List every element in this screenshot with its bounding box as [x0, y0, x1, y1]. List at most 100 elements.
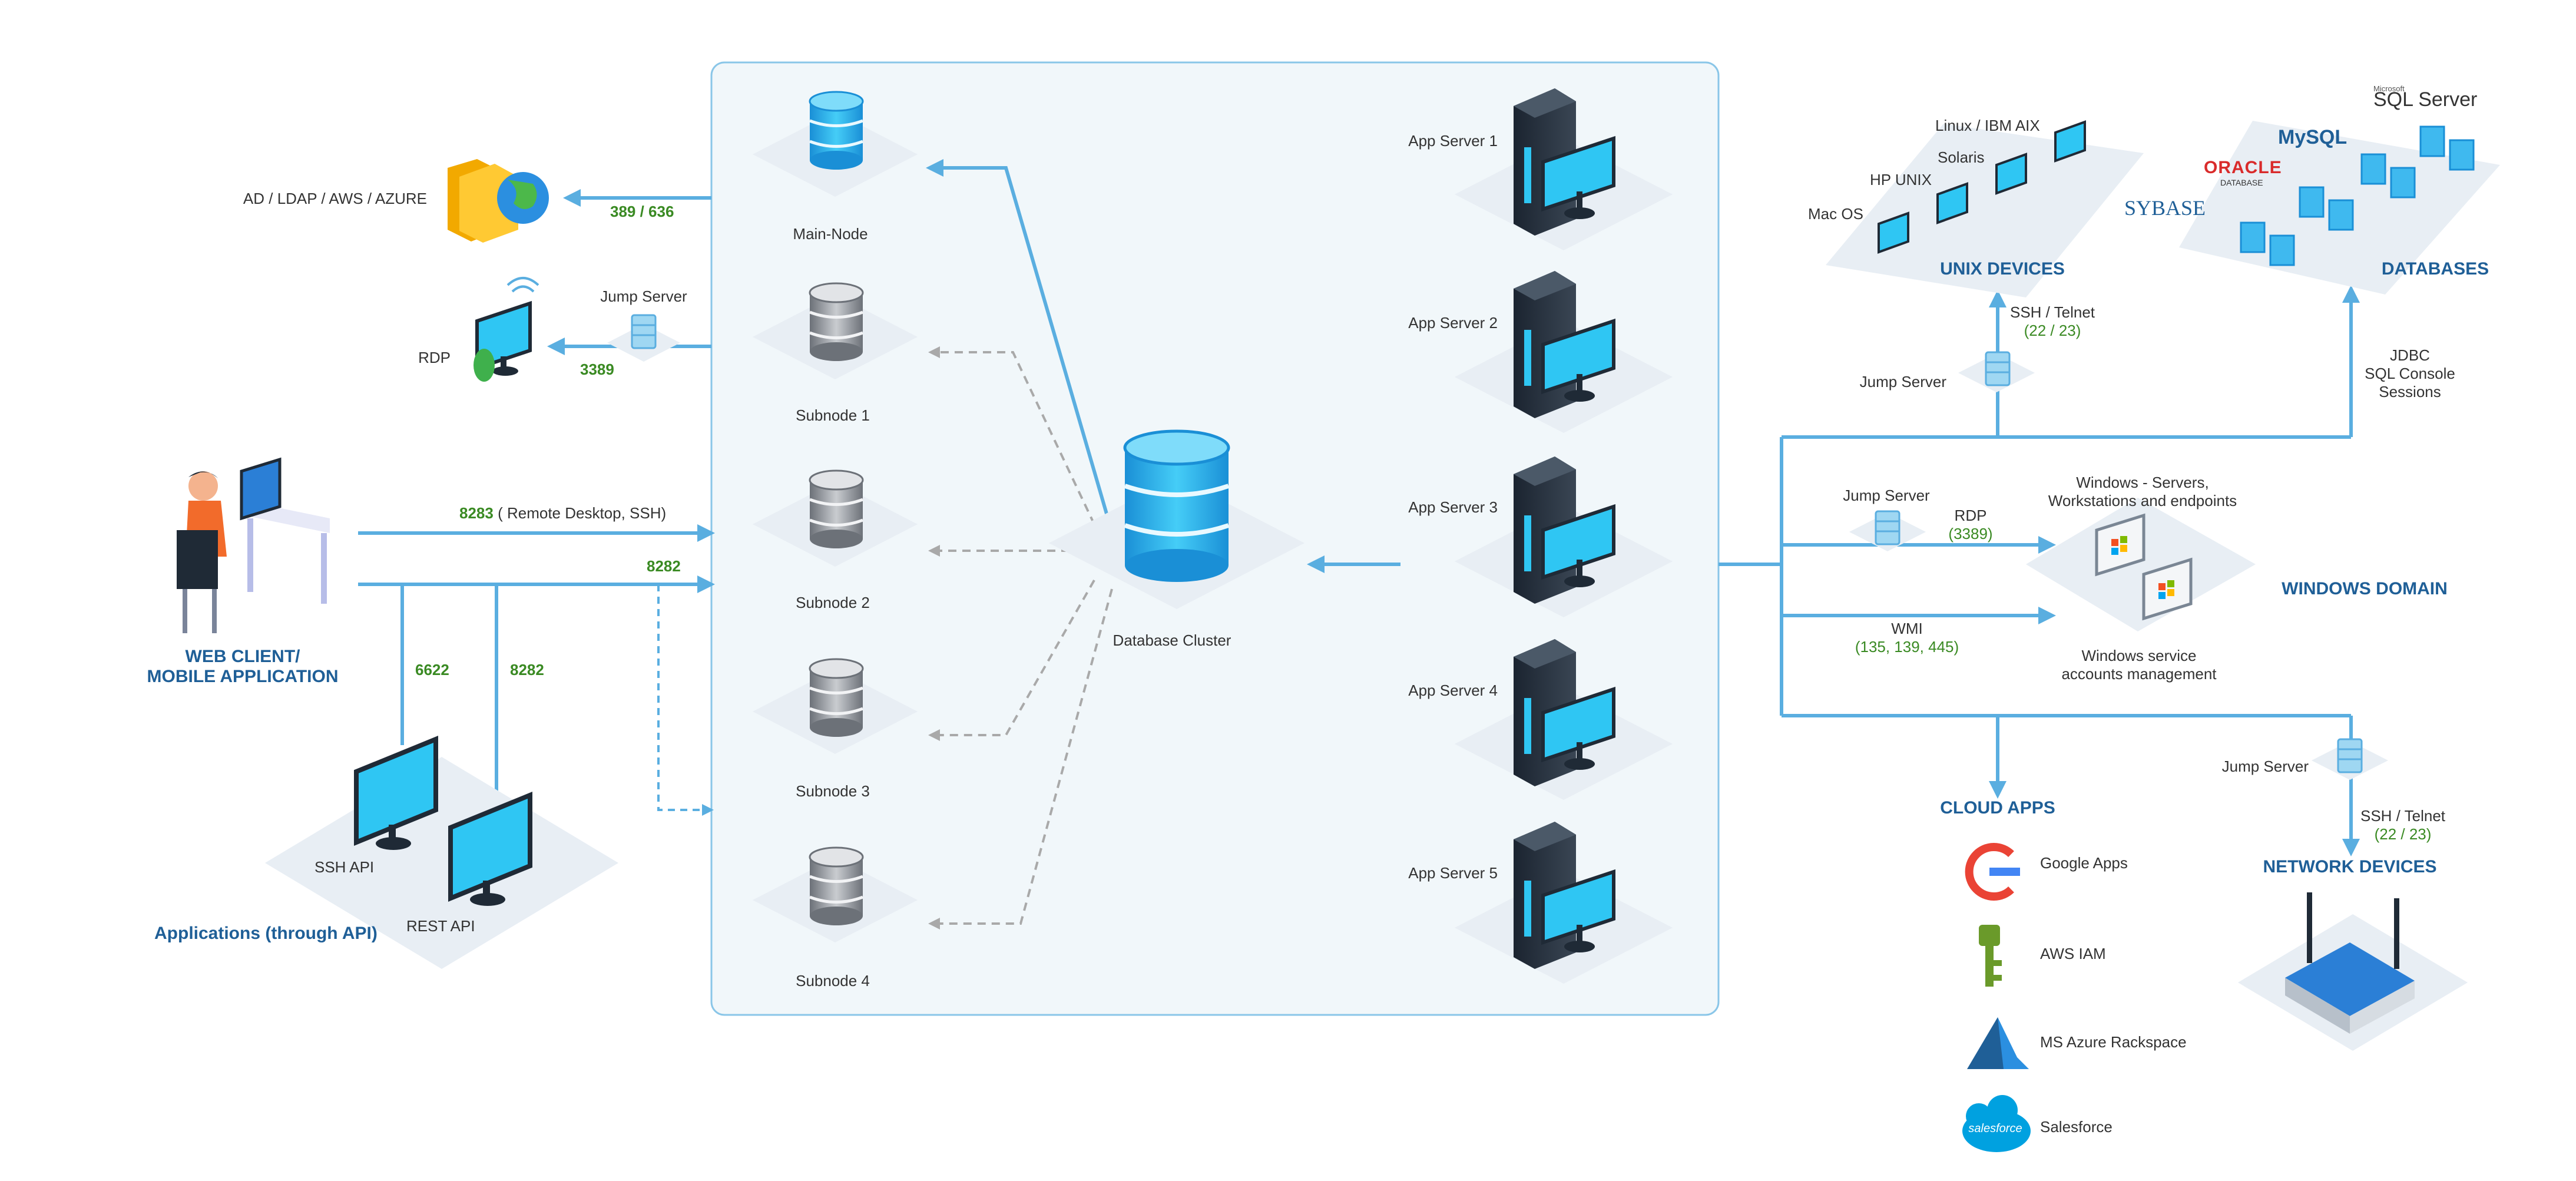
rdp-monitor-icon [474, 277, 539, 382]
jdbc-line-1: JDBC [2390, 346, 2430, 364]
jump-server-left-label: Jump Server [600, 287, 687, 305]
web-client-line-1: WEB CLIENT/ [185, 647, 300, 666]
subnode-1-db-icon [809, 282, 864, 361]
subnode-2-label: Subnode 2 [796, 594, 870, 611]
main-node-label: Main-Node [793, 225, 868, 243]
salesforce-label: Salesforce [2040, 1118, 2113, 1136]
subnode-1-label: Subnode 1 [796, 406, 870, 424]
windows-servers-line-2: Workstations and endpoints [2048, 492, 2237, 510]
databases-title: DATABASES [2381, 259, 2489, 279]
jdbc-line-2: SQL Console [2365, 365, 2455, 382]
app-server-2-icon [1514, 271, 1615, 418]
ports-22-23-top: (22 / 23) [2024, 322, 2081, 339]
port-3389-label: 3389 [580, 360, 614, 378]
app-server-5-icon [1514, 822, 1615, 969]
port-8283-number: 8283 [459, 504, 494, 522]
ms-azure-label: MS Azure Rackspace [2040, 1033, 2187, 1051]
rest-api-label: REST API [406, 917, 475, 935]
google-icon [1965, 843, 2020, 901]
app-server-2-label: App Server 2 [1408, 314, 1498, 332]
oracle-database-text: DATABASE [2220, 178, 2263, 187]
ssh-telnet-net-text: SSH / Telnet [2360, 807, 2446, 825]
windows-servers-line-1: Windows - Servers, [2076, 474, 2209, 491]
web-client-user-icon [177, 457, 330, 633]
jump-server-windows-icon [1875, 510, 1900, 545]
main-node-db-icon [809, 91, 864, 170]
app-server-3-icon [1514, 456, 1615, 604]
google-apps-label: Google Apps [2040, 854, 2128, 872]
aws-iam-label: AWS IAM [2040, 945, 2106, 962]
app-server-4-icon [1514, 639, 1615, 786]
port-389-label: 389 / 636 [610, 203, 674, 220]
subnode-4-label: Subnode 4 [796, 972, 870, 990]
ssh-telnet-top-label: SSH / Telnet(22 / 23) [2010, 303, 2095, 340]
jump-server-unix-label: Jump Server [1859, 373, 1946, 391]
database-cluster-icon [1123, 429, 1230, 582]
wmi-text: WMI [1891, 620, 1923, 637]
sybase-logo: SYBASE [2124, 196, 2206, 220]
sql-server-logo: SQL Server [2373, 88, 2478, 111]
salesforce-cloud-icon [1962, 1095, 2031, 1152]
api-monitors-icon [354, 736, 532, 906]
ssh-telnet-net-label: SSH / Telnet(22 / 23) [2360, 807, 2445, 843]
port-3389-windows: (3389) [1948, 525, 1993, 542]
database-cluster-label: Database Cluster [1112, 631, 1231, 649]
database-cylinders-icon [2240, 125, 2475, 266]
connectors [358, 159, 2360, 856]
web-client-title: WEB CLIENT/MOBILE APPLICATION [147, 647, 339, 687]
edge-dc-sub3 [928, 580, 1095, 741]
rdp-left-label: RDP [418, 349, 451, 366]
hp-unix-label: HP UNIX [1870, 171, 1932, 188]
jump-server-windows-label: Jump Server [1843, 487, 1930, 504]
jdbc-line-3: Sessions [2379, 383, 2441, 401]
edge-dc-sub4 [928, 588, 1113, 929]
cloud-apps-title: CLOUD APPS [1940, 798, 2055, 818]
ports-22-23-net: (22 / 23) [2374, 825, 2432, 843]
salesforce-logo-text: salesforce [1968, 1122, 2022, 1135]
subnode-3-label: Subnode 3 [796, 782, 870, 800]
port-8282-top-label: 8282 [647, 557, 681, 575]
unix-laptops-icon [1878, 120, 2086, 254]
dashed-replication [928, 346, 1113, 929]
port-8283-desc: ( Remote Desktop, SSH) [498, 504, 667, 522]
azure-icon [1967, 1017, 2029, 1069]
network-router-icon [2285, 892, 2415, 1034]
jump-server-network-label: Jump Server [2221, 757, 2309, 775]
jump-server-left-icon [631, 314, 657, 349]
folder-globe-icon [448, 159, 549, 243]
rdp-windows-text: RDP [1954, 507, 1987, 524]
app-server-4-label: App Server 4 [1408, 682, 1498, 699]
mac-os-label: Mac OS [1808, 205, 1863, 223]
wmi-label: WMI(135, 139, 445) [1855, 620, 1959, 656]
rdp-windows-label: RDP(3389) [1948, 507, 1992, 543]
unix-devices-title: UNIX DEVICES [1940, 259, 2065, 279]
aws-iam-key-icon [1979, 925, 2002, 987]
ad-ldap-label: AD / LDAP / AWS / AZURE [243, 190, 427, 207]
web-client-line-2: MOBILE APPLICATION [147, 667, 339, 686]
applications-api-title: Applications (through API) [154, 924, 378, 943]
jump-server-network-icon [2337, 738, 2363, 773]
app-server-1-icon [1514, 88, 1615, 236]
jump-server-unix-icon [1985, 351, 2011, 386]
network-devices-title: NETWORK DEVICES [2263, 857, 2437, 876]
subnode-2-db-icon [809, 469, 864, 548]
subnode-3-db-icon [809, 658, 864, 737]
windows-service-line-2: accounts management [2061, 665, 2217, 683]
subnode-4-db-icon [809, 846, 864, 925]
windows-service-line-1: Windows service [2081, 647, 2197, 664]
port-8282-mid-label: 8282 [510, 661, 544, 679]
port-8283-label: 8283 ( Remote Desktop, SSH) [459, 504, 666, 522]
ssh-api-label: SSH API [314, 858, 375, 876]
edge-dc-sub1 [928, 346, 1095, 525]
port-6622-label: 6622 [415, 661, 449, 679]
app-server-1-label: App Server 1 [1408, 132, 1498, 150]
linux-aix-label: Linux / IBM AIX [1935, 117, 2040, 134]
microsoft-logo-text: Microsoft [2373, 84, 2405, 93]
wmi-ports: (135, 139, 445) [1855, 638, 1959, 656]
oracle-logo: ORACLE [2204, 158, 2282, 177]
mysql-logo: MySQL [2278, 126, 2347, 148]
windows-domain-title: WINDOWS DOMAIN [2282, 579, 2448, 598]
